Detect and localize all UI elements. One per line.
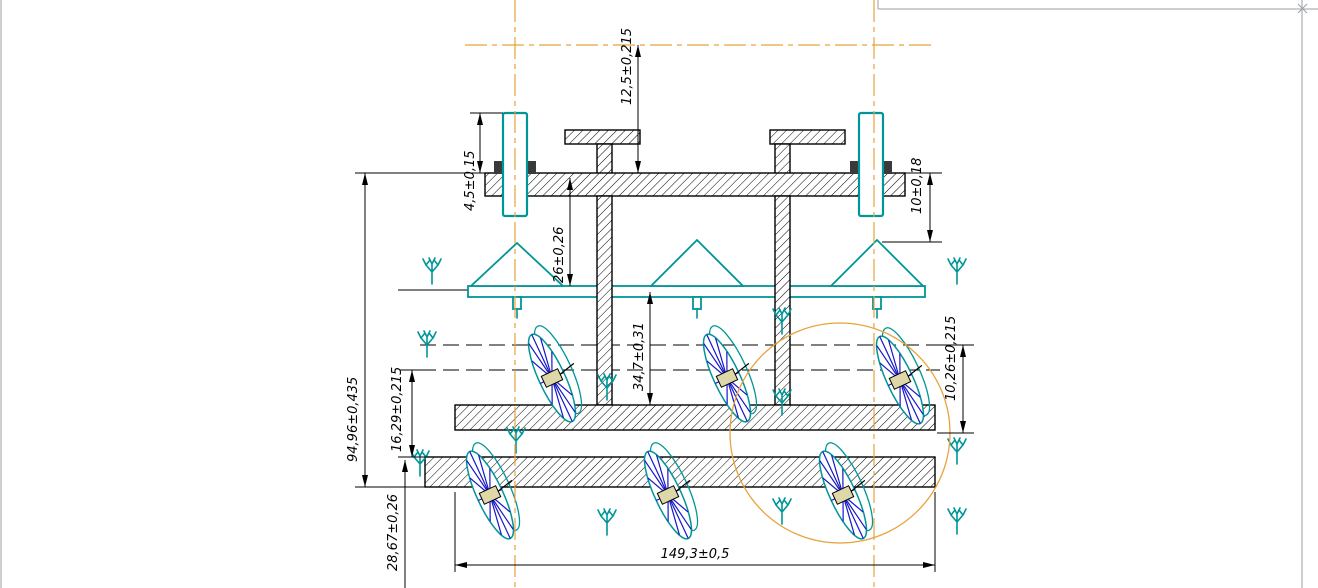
disc-unit [633,435,713,545]
sweep-shovel [468,241,566,287]
dimension-16-29: 16,29±0,215 [390,367,427,458]
dim-label: 34,7±0,31 [632,322,647,391]
sweep-assembly [467,238,926,319]
middle-beam [454,404,936,431]
dim-label: 149,3±0,5 [661,547,730,562]
dimension-12-5: 12,5±0,215 [620,28,641,173]
dim-label: 10,26±0,215 [944,316,959,401]
roller-right [850,111,892,218]
dimension-4-5: 4,5±0,15 [463,112,503,211]
disc-unit [808,435,888,545]
dimension-26: 26±0,26 [552,178,573,286]
dimension-28-67: 28,67±0,26 [386,460,408,588]
roller-mount [494,161,503,174]
dim-label: 4,5±0,15 [463,150,478,211]
soil-reference-lines [398,289,940,371]
sweep-tine [872,296,882,319]
dimension-10: 10±0,18 [882,158,942,243]
dim-label: 16,29±0,215 [390,367,405,452]
dimension-149-3: 149,3±0,5 [454,492,936,572]
roller-mount [883,161,892,174]
roller-mount [850,161,859,174]
sweep-shovel [828,238,926,287]
top-bracket-plate [769,129,846,145]
dim-label: 94,96±0,435 [346,377,361,462]
sweep-tine [692,296,702,319]
disc-unit [455,435,535,545]
top-bracket-plate [564,129,641,145]
bottom-beam [424,456,936,488]
dim-label: 10±0,18 [910,158,925,214]
disc-gang-bottom-row [455,435,888,545]
main-beam [484,172,906,197]
dimension-34-7: 34,7±0,31 [632,292,653,405]
dimension-10-26: 10,26±0,215 [937,316,974,434]
dim-label: 26±0,26 [552,227,567,283]
roller-mount [527,161,536,174]
frame-corner-x-icon [1297,3,1308,14]
dimensions: 12,5±0,215 4,5±0,15 10±0,18 26±0,26 34,7… [346,28,974,588]
right-post [774,195,791,406]
dim-label: 12,5±0,215 [620,28,635,105]
dimension-94-96: 94,96±0,435 [346,172,485,488]
top-bracket-stem [596,143,613,175]
top-bracket-stem [774,143,791,175]
sweep-tine [512,296,522,319]
frame-structure [424,129,936,488]
sweep-shovel [648,238,746,287]
dim-label: 28,67±0,26 [386,494,401,571]
